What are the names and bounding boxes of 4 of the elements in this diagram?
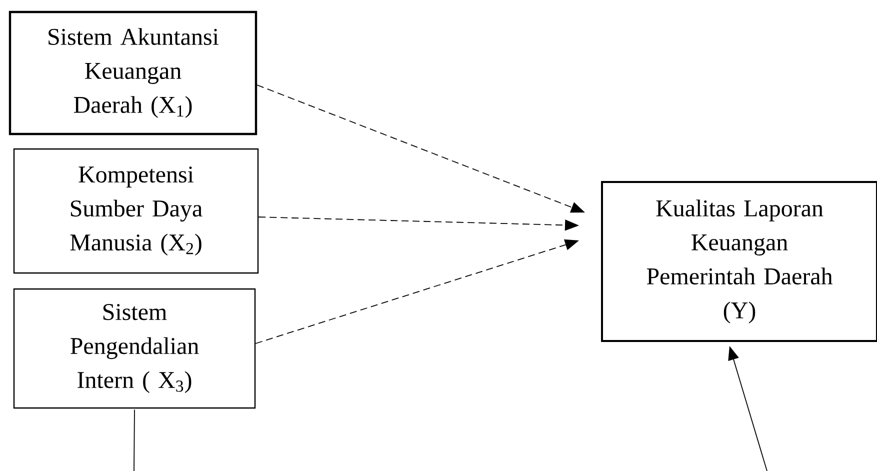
variable-box: Kompetensi Sumber Daya Manusia (X$_{2}$) [13,148,259,274]
variable-box: Sistem Pengendalian Intern ( X$_{3}$) [13,288,256,409]
variable-box: Kualitas Laporan Keuangan Pemerintah Daerah (Y) [601,181,877,342]
variable-box: Sistem Akuntansi Keuangan Daerah (X$_{1}$) [8,10,258,136]
